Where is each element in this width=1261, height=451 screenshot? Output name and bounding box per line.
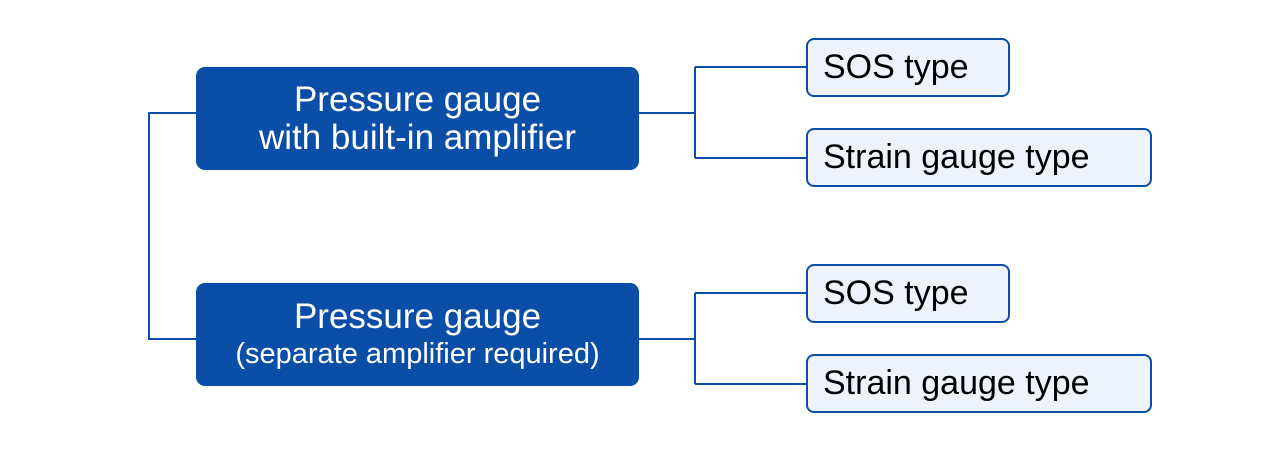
primary-node-separate-amplifier: Pressure gauge (separate amplifier requi…	[196, 283, 639, 386]
leaf-node-label: SOS type	[823, 274, 969, 312]
primary-node-title-line2: with built-in amplifier	[258, 117, 577, 157]
leaf-node-sos-type: SOS type	[806, 38, 1010, 97]
primary-node-title-line1: Pressure gauge	[293, 296, 542, 336]
leaf-node-sos-type: SOS type	[806, 264, 1010, 323]
leaf-node-strain-gauge-type: Strain gauge type	[806, 128, 1152, 187]
primary-node-title-line2: (separate amplifier required)	[235, 337, 600, 370]
primary-node-title-line1: Pressure gauge	[293, 79, 542, 119]
group-1-connector	[639, 66, 808, 159]
leaf-node-label: Strain gauge type	[823, 364, 1090, 402]
root-connector	[148, 112, 196, 340]
group-2-connector	[639, 292, 808, 385]
primary-node-built-in-amplifier: Pressure gauge with built-in amplifier	[196, 67, 639, 170]
leaf-node-label: Strain gauge type	[823, 138, 1090, 176]
leaf-node-strain-gauge-type: Strain gauge type	[806, 354, 1152, 413]
leaf-node-label: SOS type	[823, 48, 969, 86]
